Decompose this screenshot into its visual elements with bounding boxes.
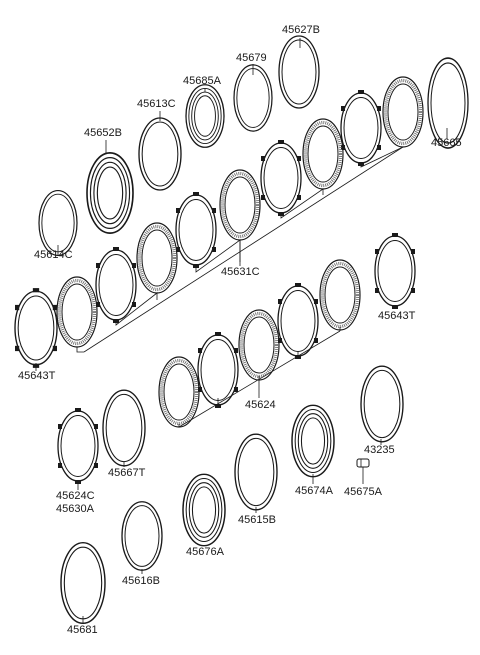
label-45615B: 45615B [238, 514, 276, 526]
label-45630A: 45630A [56, 503, 95, 515]
label-45614C: 45614C [34, 249, 73, 261]
part-43235-ring [360, 365, 404, 443]
label-45643T-right: 45643T [378, 310, 416, 322]
label-45643T-left: 45643T [18, 370, 56, 382]
part-45627B-ring [278, 35, 320, 109]
part-45665-ring [427, 57, 469, 149]
label-45627B: 45627B [282, 24, 320, 36]
label-45624: 45624 [245, 399, 276, 411]
part-45613C-ring [138, 117, 182, 191]
label-45675A: 45675A [344, 486, 383, 498]
part-45615B-ring [234, 433, 278, 511]
label-45652B: 45652B [84, 127, 122, 139]
part-45643T-right-plate [374, 232, 416, 310]
label-43235: 43235 [364, 444, 395, 456]
leader-lines [35, 38, 448, 623]
part-45685A-bearing [185, 84, 225, 148]
part-labels: 45627B 45679 45685A 45613C 45652B 45665 … [18, 24, 462, 636]
label-45613C: 45613C [137, 98, 176, 110]
part-45667T-ring [102, 389, 146, 467]
part-45652B-bearing [86, 152, 134, 234]
label-45676A: 45676A [186, 546, 225, 558]
part-45681-ring [60, 541, 106, 625]
part-45624C-plate [57, 407, 99, 485]
part-45643T-left-plate [14, 287, 58, 369]
label-45681: 45681 [67, 624, 98, 636]
label-45616B: 45616B [122, 575, 160, 587]
part-45676A-bearing [182, 473, 226, 547]
label-45674A: 45674A [295, 485, 334, 497]
label-45679: 45679 [236, 52, 267, 64]
label-45624C: 45624C [56, 490, 95, 502]
part-45674A-bearing [291, 404, 335, 478]
part-45675A-pin [356, 458, 370, 468]
label-45665: 45665 [431, 137, 462, 149]
label-45667T: 45667T [108, 467, 146, 479]
part-45616B-ring [121, 501, 163, 571]
label-45685A: 45685A [183, 75, 222, 87]
part-45631C-pack [55, 75, 425, 349]
label-45631C: 45631C [221, 266, 260, 278]
